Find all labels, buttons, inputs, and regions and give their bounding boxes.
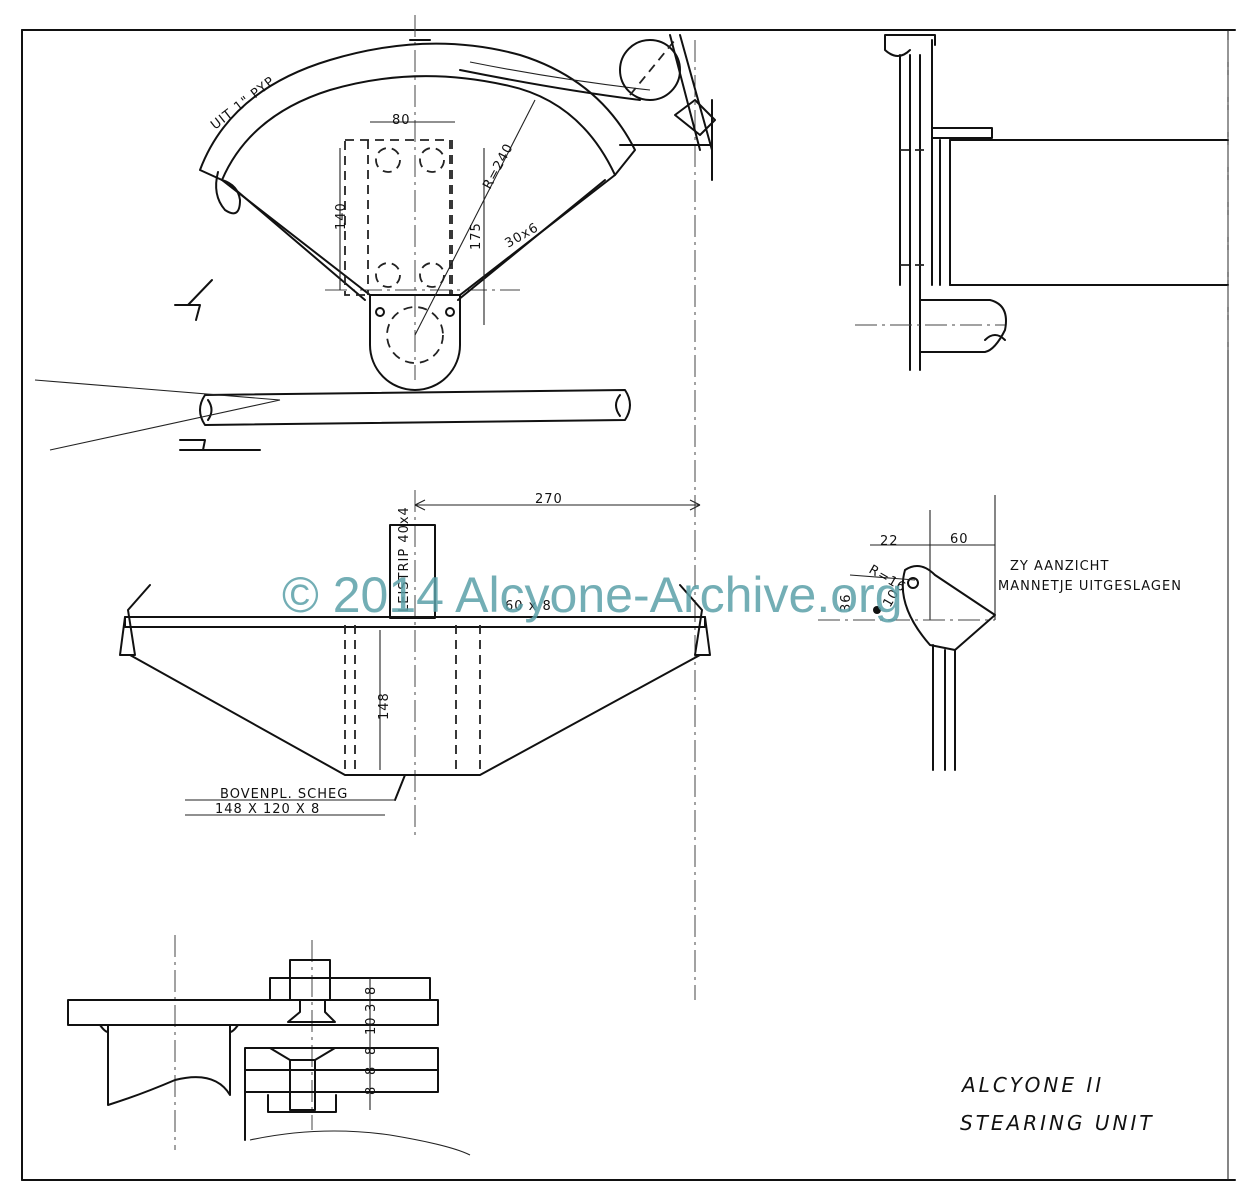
detail-dim-a: 22 bbox=[880, 534, 899, 549]
plate-label-2: 148 X 120 X 8 bbox=[215, 802, 320, 817]
tiller-strip-label: LEISTRIP 40x4 bbox=[397, 506, 412, 612]
detail-dim-b: 60 bbox=[950, 532, 969, 547]
pipe-section bbox=[34, 379, 631, 451]
side-view-label-1: ZY AANZICHT bbox=[1010, 559, 1109, 574]
drawing-title-line-2: STEARING UNIT bbox=[960, 1111, 1155, 1135]
bolt-dim-3: 10 bbox=[364, 1016, 379, 1035]
tiller-length-dim: 270 bbox=[535, 492, 563, 507]
quadrant-radius-dim: R=240 bbox=[480, 141, 517, 192]
drawing-title-line-1: ALCYONE II bbox=[960, 1073, 1104, 1097]
side-detail bbox=[818, 495, 996, 771]
side-view bbox=[855, 34, 1229, 371]
bolt-dim-2: 3 bbox=[364, 1003, 379, 1012]
bolt-dim-6: 8 bbox=[364, 1086, 379, 1095]
pipe-label: UIT 1" PYP bbox=[208, 74, 278, 133]
bolt-detail bbox=[67, 935, 471, 1156]
quadrant-height-dim: 140 bbox=[334, 202, 349, 230]
bolt-dim-1: 8 bbox=[364, 986, 379, 995]
plate-label-1: BOVENPL. SCHEG bbox=[220, 787, 348, 802]
tiller-bar-label: 60 x 8 bbox=[505, 599, 552, 614]
quadrant-width-dim: 80 bbox=[392, 113, 411, 128]
bolt-dim-5: 8 bbox=[364, 1066, 379, 1075]
tiller-depth-dim: 148 bbox=[377, 692, 392, 720]
quadrant-view bbox=[174, 15, 716, 391]
tiller-view bbox=[119, 490, 711, 840]
quadrant-depth-dim: 175 bbox=[469, 222, 484, 250]
bolt-dim-4: 8 bbox=[364, 1046, 379, 1055]
side-view-label-2: MANNETJE UITGESLAGEN bbox=[998, 579, 1182, 594]
watermark: © 2014 Alcyone-Archive.org bbox=[282, 567, 903, 623]
detail-dim-c: 36 bbox=[839, 593, 854, 612]
